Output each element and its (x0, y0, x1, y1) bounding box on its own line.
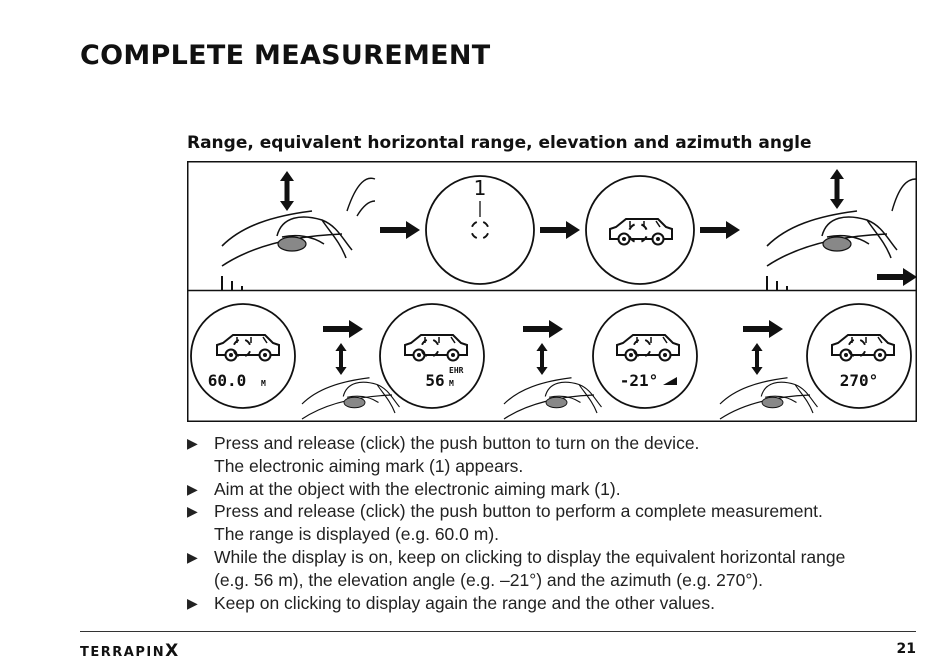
instruction-text: Keep on clicking to display again the ra… (214, 592, 716, 613)
instruction-item: ▶ Keep on clicking to display again the … (187, 592, 907, 615)
bullet-triangle-icon: ▶ (187, 548, 198, 565)
brand-name: TERRAPIN (80, 645, 166, 660)
range-readout: 60.0 (208, 371, 247, 390)
bullet-triangle-icon: ▶ (187, 480, 198, 497)
elevation-angle-icon (663, 377, 677, 385)
ehr-tag: EHR (449, 366, 464, 375)
instruction-text: Aim at the object with the electronic ai… (214, 478, 621, 499)
instruction-item: ▶ Aim at the object with the electronic … (187, 478, 907, 501)
instruction-text: The electronic aiming mark (1) appears. (214, 455, 524, 476)
section-subtitle: Range, equivalent horizontal range, elev… (187, 133, 812, 153)
instruction-text: Press and release (click) the push butto… (214, 433, 700, 453)
instruction-item: ▶ Press and release (click) the push but… (187, 500, 907, 546)
viewfinder-circle (585, 175, 695, 285)
instruction-text: While the display is on, keep on clickin… (214, 546, 846, 567)
bullet-triangle-icon: ▶ (187, 435, 198, 451)
elevation-readout: -21° (620, 371, 659, 390)
ehr-readout: 56 (425, 371, 444, 390)
page-number: 21 (896, 641, 916, 657)
range-unit: M (261, 379, 266, 388)
instruction-text: The range is displayed (e.g. 60.0 m). (214, 524, 500, 545)
ehr-unit: M (449, 379, 454, 388)
instruction-text: (e.g. 56 m), the elevation angle (e.g. –… (214, 569, 764, 590)
instruction-item: ▶ While the display is on, keep on click… (187, 546, 907, 592)
brand-mark: X (165, 641, 179, 661)
instruction-list: ▶ Press and release (click) the push but… (187, 432, 907, 614)
instruction-text: Press and release (click) the push butto… (214, 501, 823, 522)
brand-logo: TERRAPINX (80, 641, 178, 661)
footer-divider (80, 631, 916, 632)
instruction-item: ▶ Press and release (click) the push but… (187, 432, 907, 478)
bullet-triangle-icon: ▶ (187, 503, 198, 520)
callout-number: 1 (474, 176, 487, 200)
bullet-triangle-icon: ▶ (187, 594, 198, 611)
page-title: COMPLETE MEASUREMENT (80, 40, 491, 71)
measurement-illustration: 1 60.0 M 56 EHR M (187, 161, 917, 422)
viewfinder-circle (425, 175, 535, 285)
azimuth-readout: 270° (840, 371, 879, 390)
